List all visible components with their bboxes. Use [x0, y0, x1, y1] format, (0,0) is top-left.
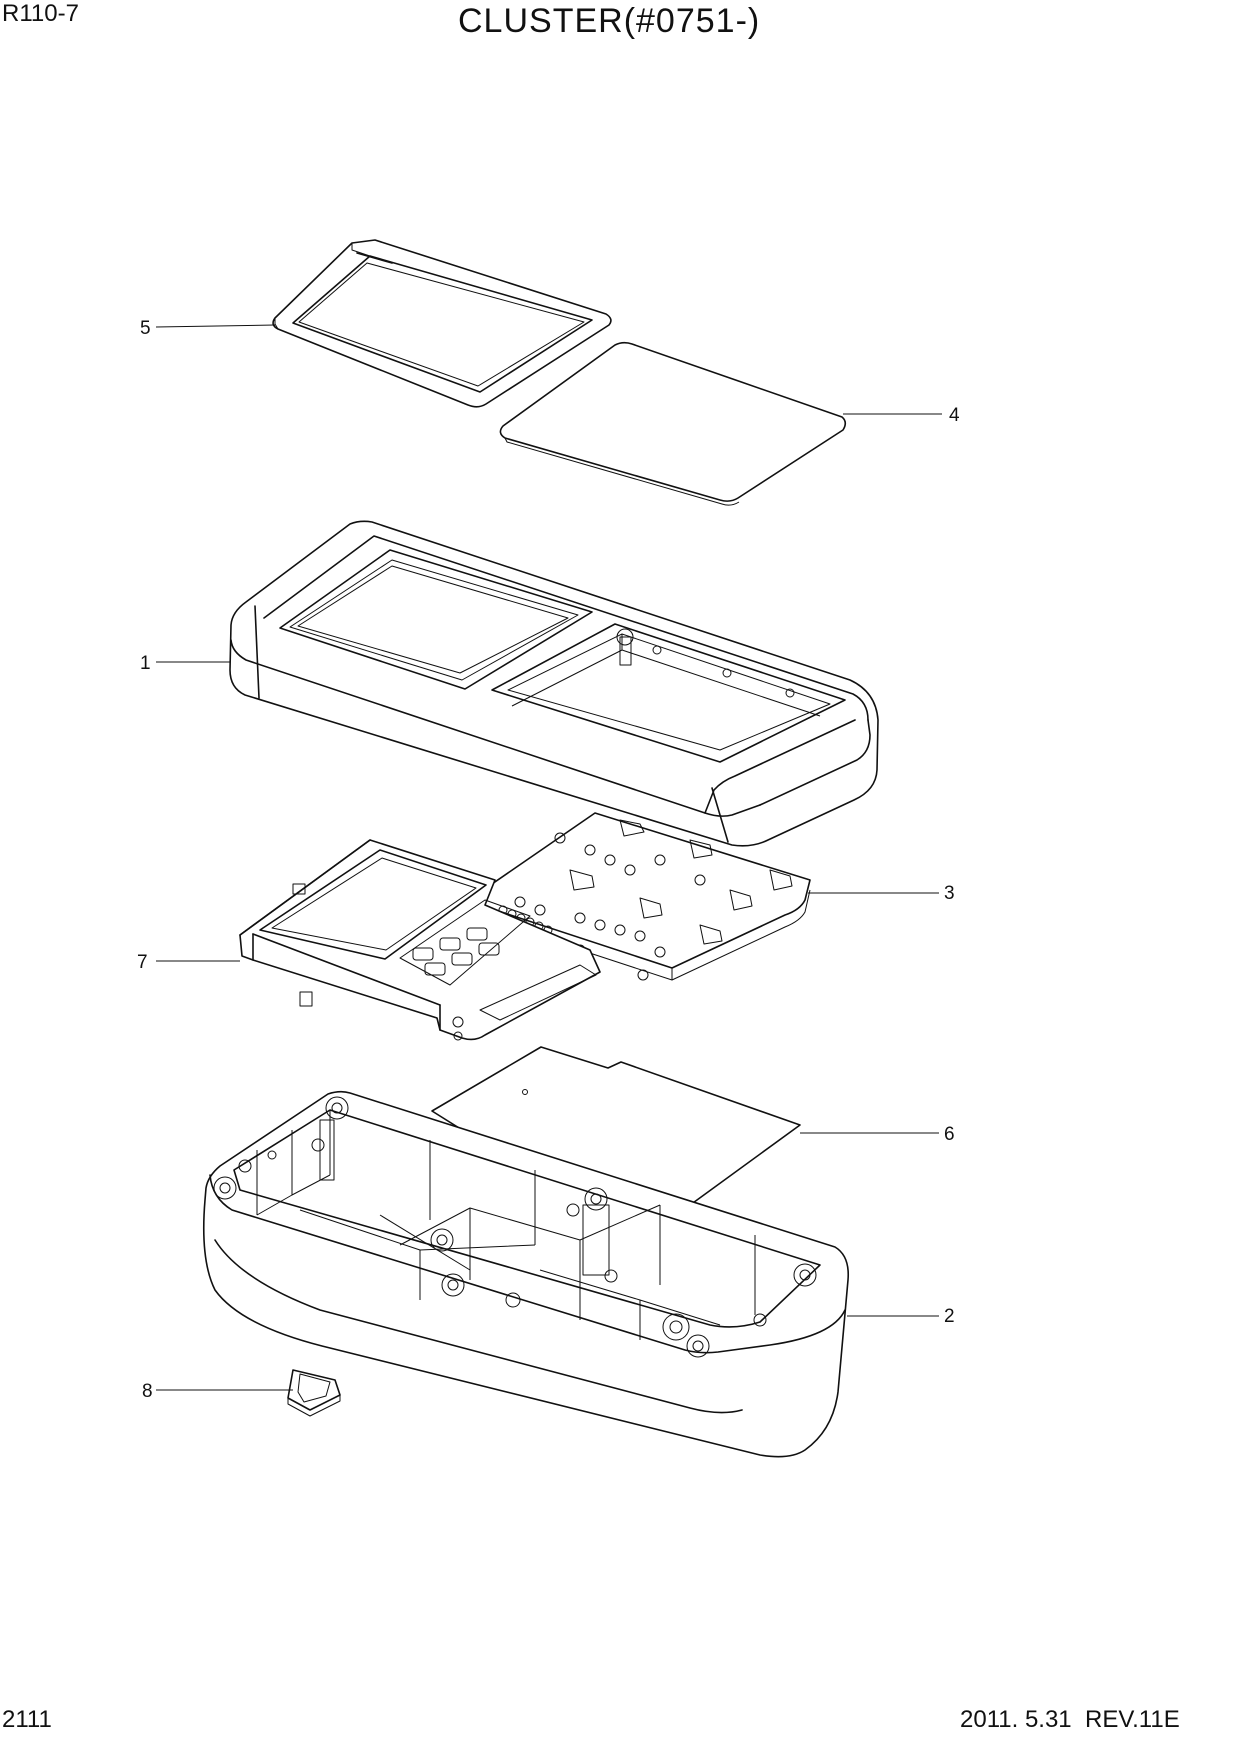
part-connector-cap: [287, 1369, 341, 1417]
part-protective-film: [499, 341, 847, 506]
callout-4: 4: [949, 405, 960, 426]
leader-lines: [155, 324, 942, 1391]
callout-8: 8: [142, 1381, 153, 1402]
callout-3: 3: [944, 883, 955, 904]
part-lcd-module: [239, 839, 601, 1041]
revision-date: 2011. 5.31 REV.11E: [960, 1706, 1180, 1733]
part-front-case: [229, 520, 879, 847]
page-title: CLUSTER(#0751-): [458, 2, 761, 40]
callout-5: 5: [140, 318, 151, 339]
callout-2: 2: [944, 1306, 955, 1327]
model-code: R110-7: [2, 0, 79, 27]
callout-1: 1: [140, 653, 151, 674]
part-cover-frame: [272, 239, 612, 408]
part-rear-case: [202, 1090, 850, 1458]
page-number: 2111: [2, 1706, 52, 1733]
callout-7: 7: [137, 952, 148, 973]
callout-6: 6: [944, 1124, 955, 1145]
